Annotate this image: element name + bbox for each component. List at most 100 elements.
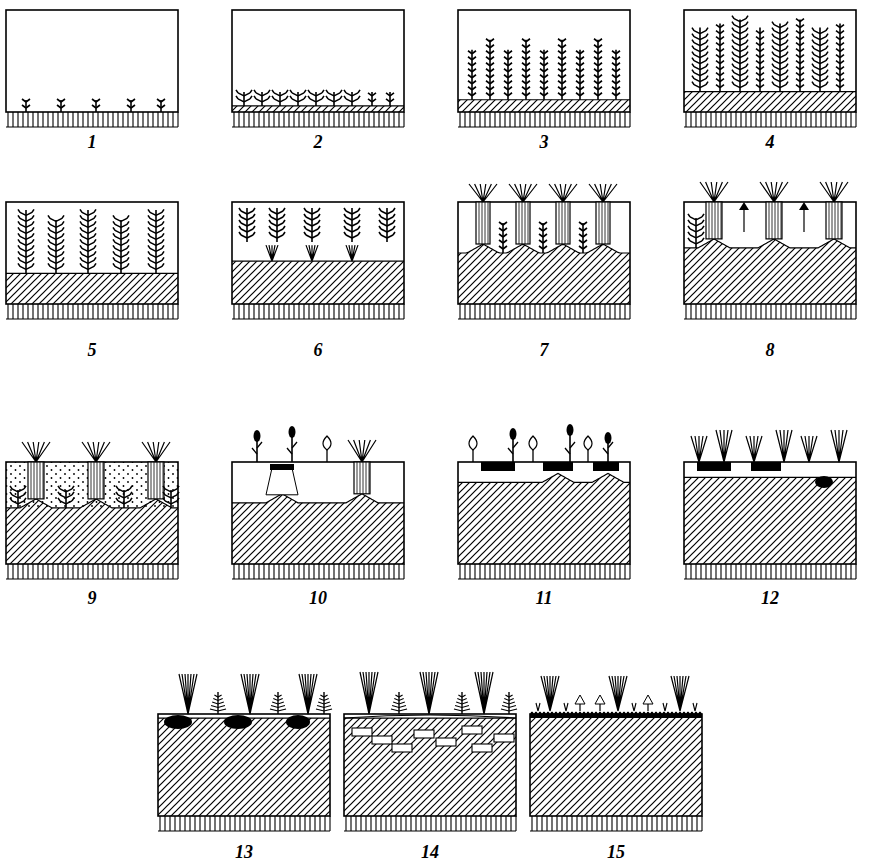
illustration-part: [290, 90, 306, 102]
illustration-part: [519, 202, 528, 244]
illustration-part: [558, 39, 566, 96]
stage-panel: [232, 10, 404, 127]
illustration-part: [351, 92, 353, 106]
illustration-part: [751, 462, 781, 471]
illustration-part: [499, 222, 507, 249]
illustration-part: [599, 202, 608, 244]
illustration-part: [543, 50, 545, 100]
stage-number: 3: [540, 133, 549, 151]
illustration-part: [579, 50, 581, 100]
illustration-part: [507, 50, 509, 100]
illustration-part: [746, 436, 762, 462]
stage-number: 1: [88, 133, 97, 151]
illustration-part: [326, 450, 327, 462]
illustration-part: [287, 442, 297, 454]
illustration-part: [6, 10, 178, 112]
illustration-part: [709, 202, 721, 239]
illustration-part: [579, 222, 587, 249]
illustration-part: [516, 202, 530, 244]
illustration-part: [289, 426, 296, 438]
illustration-part: [671, 676, 689, 711]
illustration-part: [346, 245, 358, 261]
illustration-part: [18, 209, 34, 269]
stage-panel-label: 7: [458, 339, 630, 361]
illustration-part: [6, 499, 178, 508]
illustration-part: [458, 564, 630, 579]
illustration-part: [596, 202, 610, 244]
illustration-part: [304, 208, 320, 238]
illustration-part: [684, 91, 856, 92]
illustration-part: [595, 695, 605, 704]
illustration-part: [266, 468, 298, 495]
illustration-part: [556, 202, 570, 244]
stage-panel-label: 15: [530, 841, 702, 863]
illustration-part: [468, 51, 476, 96]
stage-panel-label: 8: [684, 339, 856, 361]
illustration-part: [286, 715, 310, 729]
stage-number: 10: [309, 589, 327, 607]
illustration-part: [344, 715, 516, 718]
illustration-part: [210, 695, 226, 711]
stage-panel-label: 6: [232, 339, 404, 361]
illustration-part: [576, 51, 584, 96]
illustration-part: [559, 202, 568, 244]
illustration-part: [261, 92, 263, 106]
illustration-part: [803, 210, 804, 232]
illustration-part: [254, 90, 270, 102]
illustration-part: [6, 462, 178, 564]
illustration-part: [801, 436, 817, 462]
stage-number: 6: [314, 341, 323, 359]
illustration-part: [836, 25, 844, 88]
stage-number: 8: [766, 341, 775, 359]
illustration-part: [479, 202, 488, 244]
stage-panel: [530, 676, 702, 831]
illustration-part: [299, 674, 317, 714]
illustration-part: [589, 184, 617, 202]
illustration-part: [360, 672, 378, 714]
illustration-part: [532, 450, 533, 462]
illustration-part: [232, 462, 404, 564]
stage-number: 4: [766, 133, 775, 151]
illustration-part: [241, 674, 259, 714]
stage-panel-label: 1: [6, 131, 178, 153]
illustration-part: [561, 40, 563, 100]
stage-panel-label: 14: [344, 841, 516, 863]
illustration-part: [224, 715, 252, 729]
illustration-part: [772, 22, 788, 88]
illustration-part: [826, 202, 842, 239]
stage-panel: [232, 202, 404, 319]
illustration-part: [549, 184, 577, 202]
illustration-part: [489, 40, 491, 100]
illustration-part: [743, 210, 744, 232]
stage-panel: [6, 10, 178, 127]
illustration-part: [612, 51, 620, 96]
illustration-part: [597, 40, 599, 100]
illustration-part: [494, 734, 514, 742]
illustration-part: [232, 564, 404, 579]
illustration-part: [6, 202, 178, 304]
stage-number: 9: [88, 589, 97, 607]
illustration-part: [458, 462, 630, 564]
illustration-part: [575, 695, 585, 704]
illustration-part: [65, 490, 67, 508]
illustration-part: [510, 428, 517, 440]
illustration-part: [769, 202, 781, 239]
illustration-part: [469, 184, 497, 202]
illustration-part: [297, 92, 299, 106]
illustration-part: [357, 462, 369, 494]
illustration-part: [232, 10, 404, 112]
stage-panel: [458, 184, 630, 319]
illustration-part: [530, 816, 702, 831]
illustration-part: [232, 494, 404, 503]
illustration-part: [270, 464, 294, 470]
illustration-part: [344, 816, 516, 831]
illustration-part: [414, 730, 434, 738]
illustration-part: [123, 490, 125, 508]
illustration-part: [684, 202, 856, 304]
illustration-part: [344, 714, 516, 816]
illustration-part: [579, 704, 580, 711]
illustration-part: [113, 215, 129, 269]
illustration-part: [831, 430, 847, 462]
stage-panel: [458, 424, 630, 579]
